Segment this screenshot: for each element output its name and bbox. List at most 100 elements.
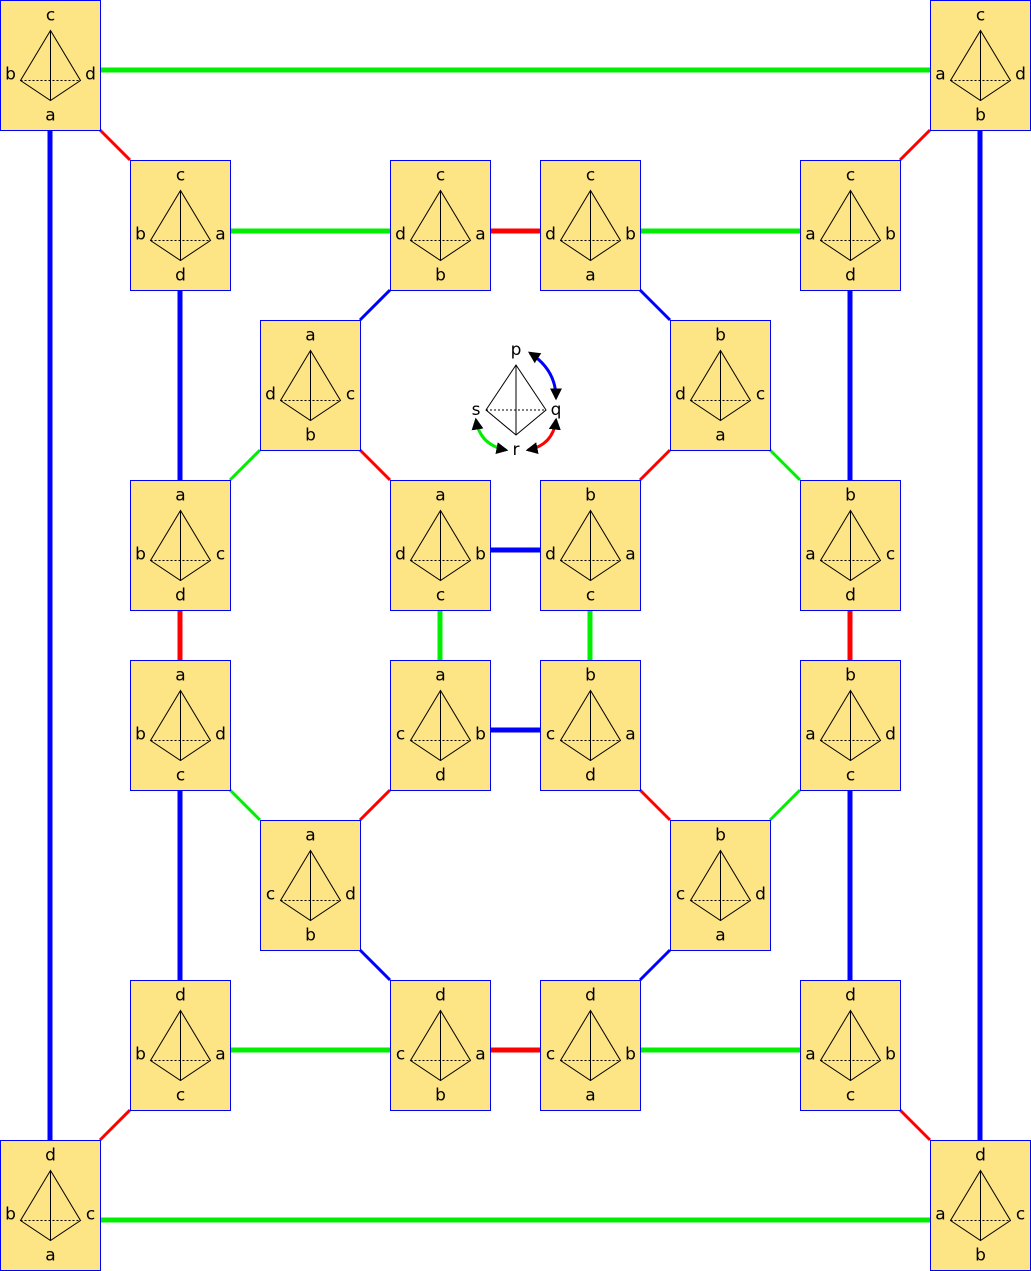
vertex-label-right: c (1016, 1205, 1025, 1225)
vertex-label-top: a (435, 486, 445, 506)
vertex-label-top: d (45, 1146, 56, 1166)
vertex-label-bottom: c (176, 766, 185, 786)
tetrahedron-icon (149, 1009, 212, 1082)
vertex-label-bottom: d (435, 766, 446, 786)
vertex-label-top: a (175, 486, 185, 506)
blue-edge (358, 288, 392, 322)
vertex-label-left: b (5, 65, 16, 85)
vertex-label-left: c (546, 1045, 555, 1065)
node-box (800, 160, 901, 291)
vertex-label-top: a (175, 666, 185, 686)
red-edge (98, 1108, 132, 1142)
vertex-label-right: d (345, 885, 356, 905)
vertex-label-bottom: d (175, 586, 186, 606)
tetrahedron-node: a c d b (260, 820, 361, 951)
vertex-label-right: d (885, 725, 896, 745)
green-edge (768, 788, 802, 822)
vertex-label-right: d (215, 725, 226, 745)
vertex-label-bottom: b (975, 106, 986, 126)
tetrahedron-icon (559, 509, 622, 582)
vertex-label-right: a (215, 225, 225, 245)
vertex-label-right: c (346, 385, 355, 405)
tetrahedron-icon (409, 509, 472, 582)
legend-label-r: r (513, 440, 520, 460)
vertex-label-right: d (1015, 65, 1026, 85)
vertex-label-top: c (846, 166, 855, 186)
vertex-label-bottom: c (846, 1086, 855, 1106)
vertex-label-left: b (135, 725, 146, 745)
vertex-label-bottom: c (586, 586, 595, 606)
vertex-label-left: a (805, 1045, 815, 1065)
tetrahedron-icon (819, 1009, 882, 1082)
legend-label-q: q (551, 400, 562, 420)
vertex-label-bottom: a (45, 106, 55, 126)
vertex-label-top: a (435, 666, 445, 686)
blue-edge (358, 948, 392, 982)
vertex-label-right: b (885, 1045, 896, 1065)
green-edge (228, 788, 262, 822)
tetrahedron-node: a b c d (130, 480, 231, 611)
vertex-label-left: b (135, 545, 146, 565)
red-edge (638, 788, 672, 822)
tetrahedron-icon (819, 689, 882, 762)
vertex-label-left: d (675, 385, 686, 405)
vertex-label-left: a (935, 1205, 945, 1225)
vertex-label-left: c (266, 885, 275, 905)
tetrahedron-icon (409, 189, 472, 262)
vertex-label-bottom: b (975, 1246, 986, 1266)
vertex-label-right: a (475, 1045, 485, 1065)
tetrahedron-icon (19, 1169, 82, 1242)
blue-arrow-icon (527, 351, 562, 401)
tetrahedron-icon (819, 189, 882, 262)
vertex-label-top: c (176, 166, 185, 186)
vertex-label-top: c (436, 166, 445, 186)
vertex-label-top: c (46, 6, 55, 26)
vertex-label-top: d (845, 986, 856, 1006)
vertex-label-bottom: b (305, 426, 316, 446)
tetrahedron-icon (409, 1009, 472, 1082)
vertex-label-bottom: d (845, 266, 856, 286)
vertex-label-left: d (545, 545, 556, 565)
red-arrow-icon (525, 417, 561, 454)
vertex-label-left: c (676, 885, 685, 905)
vertex-label-left: c (396, 1045, 405, 1065)
red-edge (358, 788, 392, 822)
tetrahedron-icon (689, 349, 752, 422)
vertex-label-top: c (976, 6, 985, 26)
red-edge (898, 1108, 932, 1142)
vertex-label-right: b (625, 225, 636, 245)
vertex-label-left: d (545, 225, 556, 245)
red-edge (638, 448, 672, 482)
vertex-label-bottom: b (305, 926, 316, 946)
vertex-label-bottom: c (436, 586, 445, 606)
vertex-label-right: b (475, 545, 486, 565)
vertex-label-right: c (216, 545, 225, 565)
vertex-label-top: a (305, 826, 315, 846)
vertex-label-bottom: a (45, 1246, 55, 1266)
vertex-label-left: d (395, 225, 406, 245)
green-edge (768, 448, 802, 482)
vertex-label-top: b (845, 666, 856, 686)
legend-label-p: p (511, 340, 522, 360)
tetrahedron-icon (149, 189, 212, 262)
vertex-label-right: a (625, 725, 635, 745)
vertex-label-right: c (756, 385, 765, 405)
green-edge (228, 448, 262, 482)
vertex-label-left: b (135, 1045, 146, 1065)
vertex-label-left: d (395, 545, 406, 565)
legend: p q r s (472, 340, 562, 460)
vertex-label-top: d (175, 986, 186, 1006)
vertex-label-bottom: b (435, 1086, 446, 1106)
